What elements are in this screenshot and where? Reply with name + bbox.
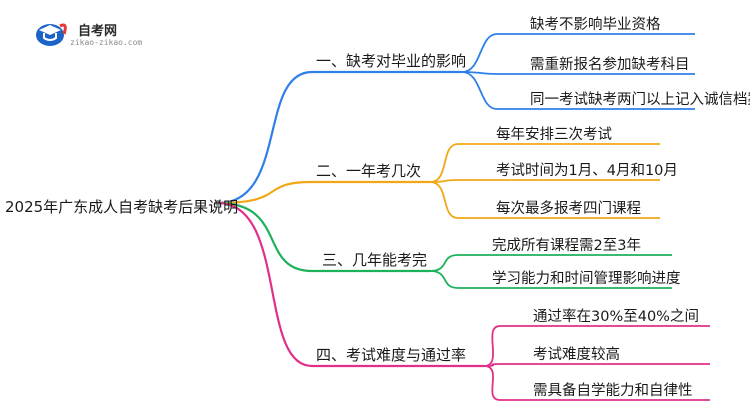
leaf-connector-2-1 <box>429 143 459 183</box>
leaf-connector-1-1 <box>461 33 498 73</box>
branch-connector-4 <box>217 201 313 368</box>
leaf-connector-1-3 <box>461 71 498 110</box>
logo-name: 自考网 <box>78 24 118 39</box>
leaf-node-1-2[interactable]: 需重新报名参加缺考科目 <box>530 57 690 73</box>
leaf-node-3-2[interactable]: 学习能力和时间管理影响进度 <box>492 271 681 287</box>
branch-connector-3 <box>217 201 313 273</box>
leaf-node-1-1[interactable]: 缺考不影响毕业资格 <box>530 17 661 33</box>
root-anchor <box>215 200 221 206</box>
leaf-connector-4-3 <box>483 365 501 401</box>
leaf-node-3-1[interactable]: 完成所有课程需2至3年 <box>492 238 641 254</box>
leaf-node-4-2[interactable]: 考试难度较高 <box>533 347 620 363</box>
site-logo[interactable]: 自考网 zikao-zikao.com <box>30 18 150 52</box>
branch-node-1[interactable]: 一、缺考对毕业的影响 <box>316 52 467 70</box>
leaf-node-2-3[interactable]: 每次最多报考四门课程 <box>496 201 641 217</box>
root-node[interactable]: 2025年广东成人自考缺考后果说明 <box>5 198 239 216</box>
branch-node-4[interactable]: 四、考试难度与通过率 <box>316 346 467 364</box>
leaf-node-4-1[interactable]: 通过率在30%至40%之间 <box>533 309 699 325</box>
branch-connector-1 <box>217 70 313 205</box>
branch-node-2[interactable]: 二、一年考几次 <box>316 162 422 180</box>
leaf-connector-3-2 <box>429 270 459 289</box>
leaf-connector-3-1 <box>429 254 459 272</box>
branch-connector-2 <box>217 180 313 205</box>
leaf-node-2-1[interactable]: 每年安排三次考试 <box>496 127 612 143</box>
leaf-node-2-2[interactable]: 考试时间为1月、4月和10月 <box>496 163 678 179</box>
graduation-cap-icon <box>36 23 67 46</box>
logo-url: zikao-zikao.com <box>70 38 143 47</box>
leaf-connector-4-1 <box>483 325 501 367</box>
leaf-node-4-3[interactable]: 需具备自学能力和自律性 <box>533 383 693 399</box>
leaf-node-1-3[interactable]: 同一考试缺考两门以上记入诚信档案 <box>530 92 750 108</box>
leaf-connector-2-3 <box>429 181 459 219</box>
branch-node-3[interactable]: 三、几年能考完 <box>322 251 428 269</box>
